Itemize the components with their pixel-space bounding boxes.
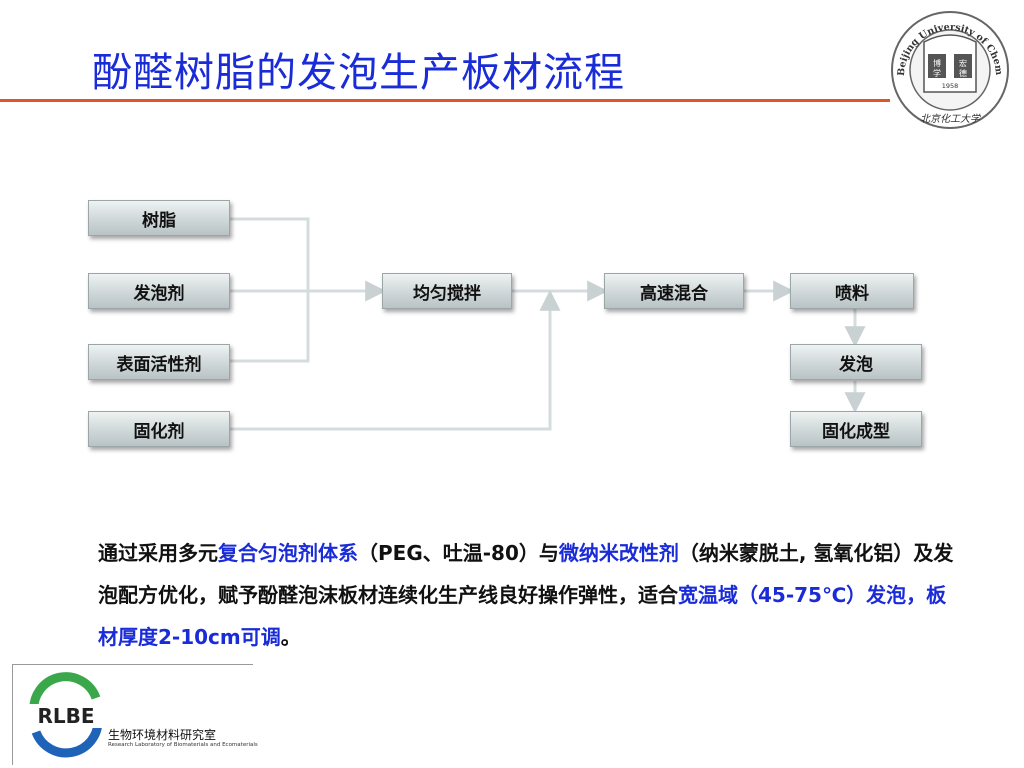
seal-left-char: 博 [933, 58, 941, 68]
connector-resin [230, 217, 310, 290]
para-highlight-3: 宽温域（45-75℃）发泡，板材厚度2-10cm可调 [98, 583, 947, 649]
box-uniform-mixing: 均匀搅拌 [382, 273, 512, 309]
para-text-4: 。 [280, 625, 301, 649]
box-spray: 喷料 [790, 273, 914, 309]
seal-left-char2: 学 [933, 68, 941, 78]
logo-abbr: RLBE [37, 704, 94, 728]
connector-surfactant [230, 291, 310, 363]
box-resin: 树脂 [88, 200, 230, 236]
university-seal-icon: Beijing University of Chemical Technolog… [884, 8, 1009, 129]
description-paragraph: 通过采用多元复合匀泡剂体系（PEG、吐温-80）与微纳米改性剂（纳米蒙脱土, 氢… [98, 532, 958, 658]
para-text-3: （纳米蒙脱土, 氢氧化铝）及发泡配方优化，赋予酚醛泡沫板材连续化生产线良好操作弹… [98, 541, 954, 607]
lab-name-cn: 生物环境材料研究室 [108, 728, 217, 742]
para-text-2: （PEG、吐温-80）与 [358, 541, 559, 565]
lab-logo-frame [12, 664, 253, 765]
seal-right-char: 宏 [959, 58, 967, 68]
seal-year: 1958 [942, 82, 959, 90]
box-surfactant: 表面活性剂 [88, 344, 230, 380]
title-underline [0, 99, 890, 102]
para-text-1: 通过采用多元 [98, 541, 218, 565]
page-title: 酚醛树脂的发泡生产板材流程 [92, 50, 625, 96]
box-curing-forming: 固化成型 [790, 411, 922, 447]
connector-curing-agent [230, 289, 561, 431]
box-foaming: 发泡 [790, 344, 922, 380]
seal-right-char2: 德 [959, 68, 967, 78]
box-curing-agent: 固化剂 [88, 411, 230, 447]
para-highlight-1: 复合匀泡剂体系 [218, 541, 358, 565]
para-highlight-2: 微纳米改性剂 [558, 541, 679, 565]
box-foaming-agent: 发泡剂 [88, 273, 230, 309]
box-high-speed-mixing: 高速混合 [604, 273, 744, 309]
lab-name-en: Research Laboratory of Biomaterials and … [108, 742, 258, 748]
seal-bottom-text: 北京化工大学 [920, 113, 981, 125]
rlbe-logo-icon: RLBE [26, 672, 106, 758]
